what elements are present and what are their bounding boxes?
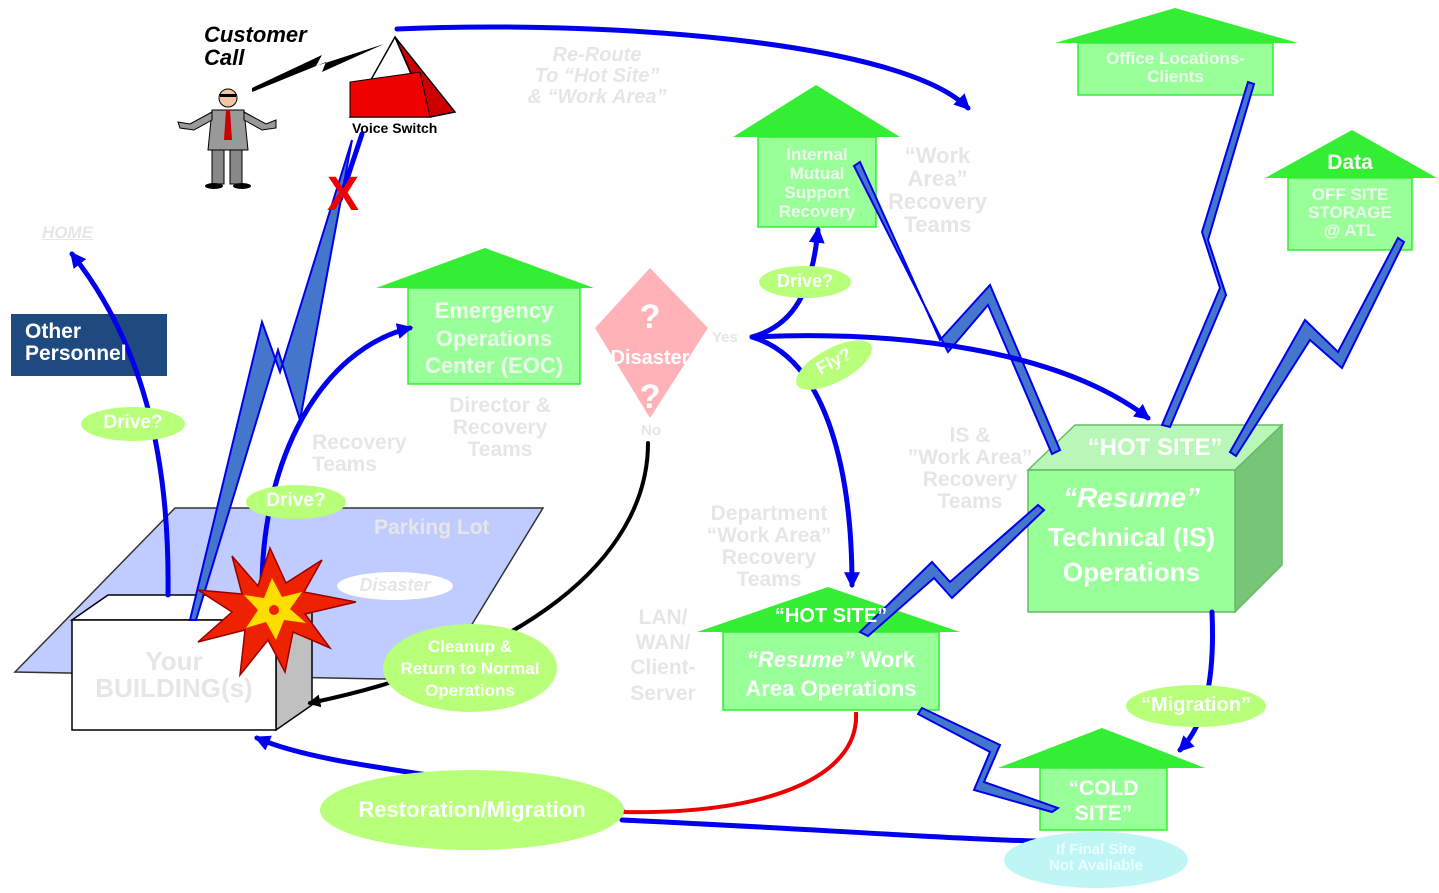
eoc-house — [376, 248, 594, 385]
drive-top-oval — [759, 266, 851, 298]
drive-top-label: Drive? — [776, 271, 834, 291]
to-hotsite-work-arrow — [749, 334, 860, 589]
decision-no-label: No — [641, 422, 661, 439]
decision-question-bottom: ? — [639, 378, 661, 416]
migration-arrow — [1177, 609, 1215, 753]
restoration-oval — [320, 770, 624, 850]
voice-switch-link — [337, 131, 365, 203]
work-to-cold-lightning — [916, 706, 1061, 814]
hot-site-work-house — [697, 587, 960, 711]
disaster-oval-label: Disaster — [359, 575, 431, 595]
migration-label: “Migration” — [1141, 694, 1251, 716]
disaster-decision-diamond — [595, 268, 708, 418]
home-arrow — [69, 251, 171, 598]
to-internal-arrow — [749, 226, 825, 340]
drive-mid-oval — [246, 485, 346, 519]
building-voice-lightning — [188, 139, 353, 621]
building-to-eoc-arrow — [259, 323, 414, 591]
parking-lot-label: Parking Lot — [374, 516, 490, 539]
cleanup-oval — [383, 624, 557, 712]
building-block — [69, 593, 315, 732]
restoration-label: Restoration/Migration — [358, 797, 586, 822]
drive-left-label: Drive? — [103, 412, 163, 433]
to-hotsite-cube-arrow — [749, 333, 1151, 421]
customer-person-figure — [177, 88, 277, 189]
explosion-center — [269, 605, 279, 615]
hot-site-cube — [1026, 423, 1284, 614]
home-label: HOME — [42, 223, 93, 242]
work-to-restoration-red-line — [621, 711, 859, 815]
lan-wan-label: LAN/WAN/Client-Server — [630, 606, 696, 705]
other-personnel-box — [11, 314, 167, 376]
data-storage-house — [1265, 130, 1437, 251]
reroute-arrow — [394, 24, 971, 111]
hot-site-work-title: “HOT SITE” — [774, 605, 888, 627]
technical-operations-label: Technical (IS)Operations — [1047, 522, 1216, 588]
decision-yes-label: Yes — [712, 329, 738, 346]
office-locations-house — [1055, 8, 1298, 96]
migration-oval — [1126, 685, 1266, 727]
office-locations-label: Office Locations-Clients — [1106, 49, 1245, 86]
final-site-oval — [1004, 832, 1188, 888]
office-to-hotsite-lightning — [1160, 80, 1256, 429]
disaster-oval — [337, 572, 453, 600]
data-to-hotsite-lightning — [1228, 236, 1406, 458]
data-title-label: Data — [1327, 151, 1373, 174]
decision-question-top: ? — [639, 298, 661, 336]
voice-switch-shape — [348, 35, 457, 118]
call-lightning-bolt — [252, 44, 384, 92]
fly-oval — [796, 340, 872, 390]
cut-line-mark: X — [327, 168, 360, 221]
internal-support-house — [733, 85, 900, 228]
voice-switch-label: Voice Switch — [352, 120, 438, 136]
decision-label: Disaster — [610, 347, 690, 369]
cold-to-restoration-line — [619, 817, 1073, 845]
cold-site-house — [998, 728, 1205, 831]
hot-site-cube-title: “HOT SITE” — [1087, 434, 1223, 461]
hot-site-cube-resume: “Resume” — [1063, 482, 1200, 513]
drive-left-oval — [81, 407, 185, 441]
internal-to-hotsite-lightning — [852, 160, 1062, 456]
hotsite-to-work-lightning — [858, 503, 1046, 638]
drive-mid-label: Drive? — [266, 490, 326, 511]
